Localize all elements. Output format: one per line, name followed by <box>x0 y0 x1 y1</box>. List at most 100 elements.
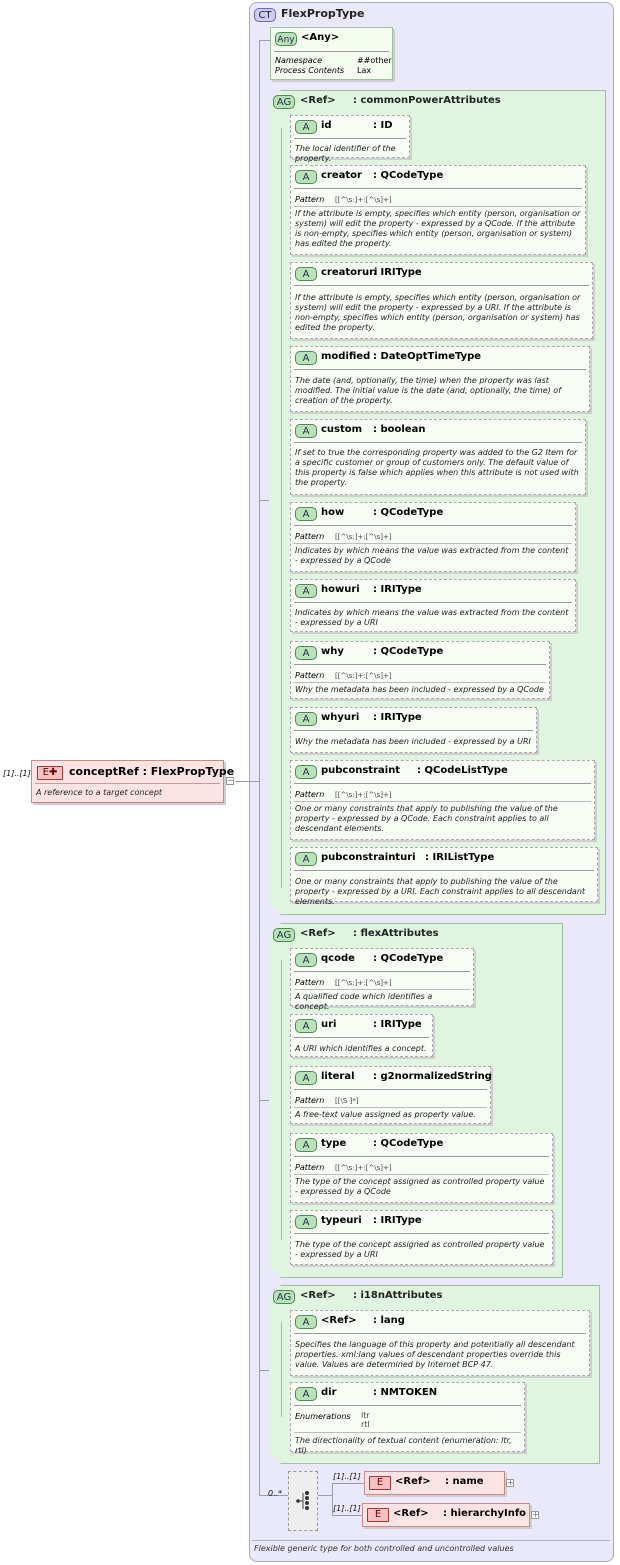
attribute-creator[interactable]: A creator : QCodeType Pattern [[^\s:]+:[… <box>290 165 586 255</box>
attribute-name: whyuri <box>321 712 360 723</box>
collapse-toggle-icon[interactable]: − <box>226 776 234 785</box>
attribute-dir[interactable]: A dir : NMTOKEN Enumerations ltr rtl The… <box>290 1382 525 1455</box>
attribute-description: A qualified code which identifies a conc… <box>295 992 433 1011</box>
attribute-uri[interactable]: A uri : IRIType A URI which identifies a… <box>290 1014 433 1057</box>
attribute-whyuri[interactable]: A whyuri : IRIType Why the metadata has … <box>290 707 537 753</box>
ag-badge: AG <box>273 1290 295 1304</box>
ct-badge: CT <box>254 8 276 22</box>
attribute-description: The date (and, optionally, the time) whe… <box>295 376 562 405</box>
attribute-description: If set to true the corresponding propert… <box>295 448 579 487</box>
attribute-creatoruri[interactable]: A creatoruri : IRIType If the attribute … <box>290 262 593 339</box>
pattern-value: [[^\s:]+:[^\s]+] <box>335 1164 392 1172</box>
group-title-commonPowerAttributes: <Ref> : commonPowerAttributes <box>300 95 501 106</box>
attribute-badge: A <box>295 1387 317 1401</box>
attribute-badge: A <box>295 765 317 779</box>
expand-toggle-icon[interactable]: + <box>531 1510 539 1519</box>
attribute-badge: A <box>295 1315 317 1329</box>
attribute-modified[interactable]: A modified : DateOptTimeType The date (a… <box>290 346 590 412</box>
enum-value-ltr: ltr <box>361 1411 370 1420</box>
attribute-type: : ID <box>373 120 393 131</box>
attribute-name: howuri <box>321 584 360 595</box>
attribute-pubconstraint[interactable]: A pubconstraint : QCodeListType Pattern … <box>290 760 595 840</box>
attribute-id[interactable]: A id : ID The local identifier of the pr… <box>290 115 410 163</box>
attribute-description: Specifies the language of this property … <box>295 1340 575 1369</box>
complex-type-title: FlexPropType <box>281 7 365 20</box>
any-divider <box>274 51 389 52</box>
attribute-custom[interactable]: A custom : boolean If set to true the co… <box>290 419 586 495</box>
attribute-lang[interactable]: A <Ref> : lang Specifies the language of… <box>290 1310 590 1376</box>
attribute-divider <box>294 870 594 871</box>
any-badge: Any <box>275 32 297 46</box>
attribute-badge: A <box>295 267 317 281</box>
element-ref-type: : name <box>445 1476 484 1487</box>
attribute-divider <box>294 783 591 784</box>
attribute-name: creatoruri <box>321 267 378 278</box>
pattern-value: [[^\s:]+:[^\s]+] <box>335 979 392 987</box>
attribute-description: The type of the concept assigned as cont… <box>295 1177 545 1196</box>
attribute-type: : QCodeType <box>373 646 444 657</box>
attribute-name: literal <box>321 1071 355 1082</box>
attribute-divider <box>294 1233 549 1234</box>
attribute-type: : QCodeType <box>373 1138 444 1149</box>
attribute-badge: A <box>295 852 317 866</box>
attribute-divider <box>294 971 470 972</box>
element-ref-hierarchyInfo[interactable]: E <Ref> : hierarchyInfo <box>362 1503 530 1527</box>
attribute-type: : lang <box>373 1315 405 1326</box>
element-ref-label: <Ref> <box>393 1508 429 1519</box>
attribute-badge: A <box>295 712 317 726</box>
root-element-conceptRef[interactable]: E✚ conceptRef : FlexPropType A reference… <box>31 760 234 803</box>
row-divider <box>294 1432 521 1433</box>
attribute-description: One or many constraints that apply to pu… <box>295 877 586 906</box>
any-element-box[interactable]: Any <Any> Namespace ##other Process Cont… <box>270 27 393 80</box>
attribute-name: dir <box>321 1387 337 1398</box>
attribute-description: Why the metadata has been included - exp… <box>295 685 544 694</box>
group-connector <box>281 128 282 888</box>
row-divider <box>294 206 582 207</box>
attribute-howuri[interactable]: A howuri : IRIType Indicates by which me… <box>290 579 576 632</box>
attribute-pubconstrainturi[interactable]: A pubconstrainturi : IRIListType One or … <box>290 847 598 906</box>
attribute-type: : boolean <box>373 424 426 435</box>
pattern-label: Pattern <box>295 532 325 541</box>
element-ref-name[interactable]: E <Ref> : name <box>364 1471 505 1495</box>
attribute-divider <box>294 730 533 731</box>
attribute-type: : IRIType <box>373 1019 422 1030</box>
connector <box>259 500 269 501</box>
attribute-type: : QCodeType <box>373 507 444 518</box>
sequence-cardinality: 0..* <box>268 1489 283 1498</box>
attribute-badge: A <box>295 1019 317 1033</box>
attribute-divider <box>294 1156 549 1157</box>
attribute-badge: A <box>295 1215 317 1229</box>
attribute-type: : g2normalizedString <box>373 1071 492 1082</box>
attribute-name: custom <box>321 424 363 435</box>
connector <box>332 1515 362 1516</box>
element-badge: E <box>367 1508 389 1522</box>
attribute-description: The type of the concept assigned as cont… <box>295 1240 545 1259</box>
attribute-description: Indicates by which means the value was e… <box>295 546 569 565</box>
root-element-label: conceptRef : FlexPropType <box>69 765 235 778</box>
attribute-description: A URI which identifies a concept. <box>295 1044 427 1053</box>
pattern-value: [[^\s:]+:[^\s]+] <box>335 672 392 680</box>
group-connector <box>281 1322 282 1417</box>
attribute-description: The directionality of textual content (e… <box>295 1436 512 1455</box>
attribute-type: : IRIType <box>373 712 422 723</box>
attribute-description: Indicates by which means the value was e… <box>295 608 569 627</box>
attribute-why[interactable]: A why : QCodeType Pattern [[^\s:]+:[^\s]… <box>290 641 550 699</box>
attribute-description: One or many constraints that apply to pu… <box>295 804 558 833</box>
any-title: <Any> <box>301 32 340 43</box>
expand-toggle-icon[interactable]: + <box>506 1478 514 1487</box>
attribute-badge: A <box>295 507 317 521</box>
attribute-typeuri[interactable]: A typeuri : IRIType The type of the conc… <box>290 1210 553 1265</box>
attribute-type[interactable]: A type : QCodeType Pattern [[^\s:]+:[^\s… <box>290 1133 553 1203</box>
attribute-literal[interactable]: A literal : g2normalizedString Pattern [… <box>290 1066 492 1124</box>
element-badge: E <box>369 1476 391 1490</box>
namespace-label: Namespace <box>275 56 323 65</box>
pattern-label: Pattern <box>295 1163 325 1172</box>
row-divider <box>294 543 572 544</box>
pattern-value: [[\S ]*] <box>335 1097 359 1105</box>
attribute-how[interactable]: A how : QCodeType Pattern [[^\s:]+:[^\s]… <box>290 502 576 572</box>
attribute-name: why <box>321 646 344 657</box>
sequence-compositor[interactable] <box>288 1471 318 1531</box>
connector <box>332 1483 364 1484</box>
pattern-label: Pattern <box>295 978 325 987</box>
attribute-qcode[interactable]: A qcode : QCodeType Pattern [[^\s:]+:[^\… <box>290 948 474 1011</box>
